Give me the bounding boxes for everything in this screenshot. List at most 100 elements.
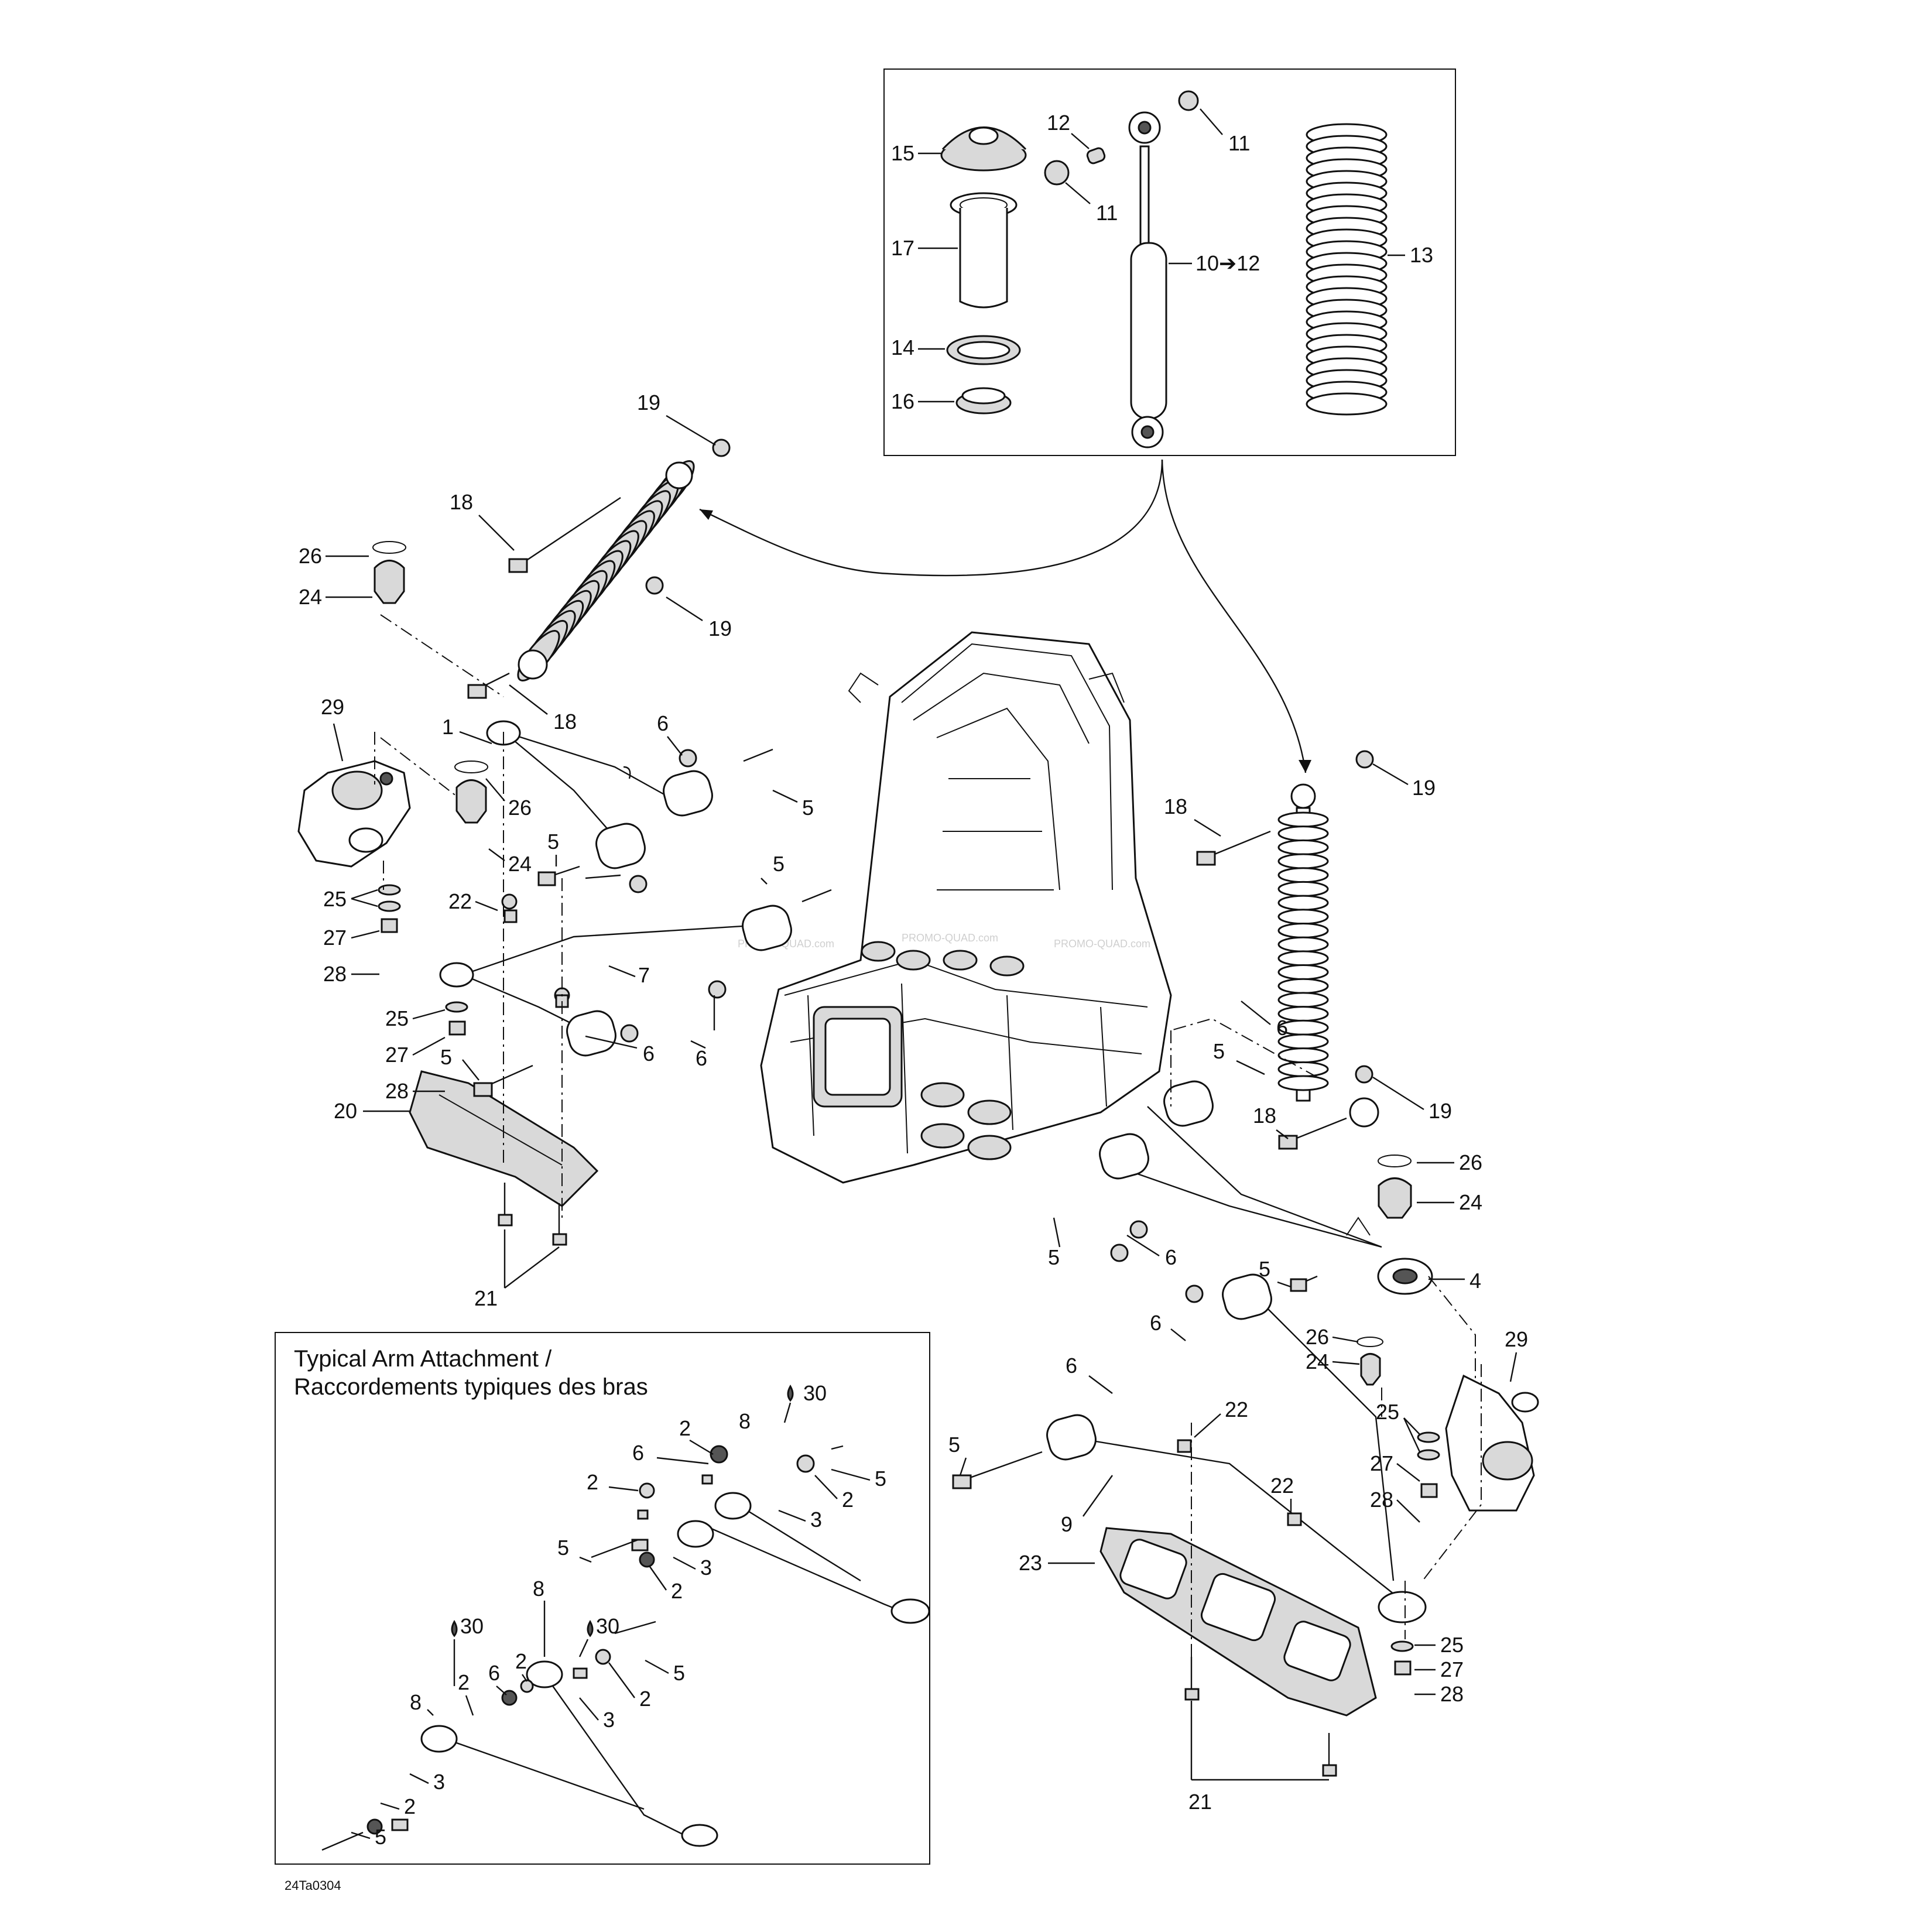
spring-coil [1277,909,1329,925]
label-r25b: 25 [1440,1633,1464,1657]
spring-coil [1277,811,1329,828]
left-lower-a-arm [439,893,792,1057]
label-21: 21 [474,1286,498,1310]
spring-coil [1277,964,1329,981]
label-14: 14 [891,335,914,359]
inset-labels: 30 8 2 6 5 2 2 3 5 3 2 8 30 30 [351,1381,886,1849]
label-5a: 5 [802,796,814,820]
spring-coil [1277,867,1329,883]
label-r29: 29 [1505,1327,1528,1351]
inset-label-2e: 2 [515,1649,527,1673]
label-15: 15 [891,141,914,165]
coil-spring [1306,123,1388,416]
label-6a: 6 [657,711,669,735]
label-28: 28 [323,962,347,986]
label-12: 12 [1047,111,1070,135]
label-22: 22 [448,889,472,913]
label-24b: 24 [508,852,532,876]
spring-coil [1277,950,1329,967]
spring-coil [1277,1061,1329,1077]
label-r5c: 5 [1259,1257,1270,1281]
inset-label-8c: 8 [410,1690,422,1714]
vehicle-frame: PROMO-QUAD.com PROMO-QUAD.com PROMO-QUAD… [738,631,1172,1184]
inset-label-6a: 6 [632,1441,644,1465]
drawing-code: 24Ta0304 [285,1878,341,1893]
left-labels: 19 18 26 24 19 18 29 1 6 5 26 24 5 25 22… [299,390,814,1310]
label-r6c: 6 [1150,1311,1162,1335]
spring-coil [1277,895,1329,911]
label-20: 20 [334,1099,357,1123]
spring-coil [1277,1075,1329,1091]
watermark-2: PROMO-QUAD.com [902,932,998,944]
label-r28b: 28 [1440,1682,1464,1706]
label-r26: 26 [1459,1150,1482,1174]
label-27: 27 [323,926,347,950]
shock-absorber [1044,90,1199,448]
label-27b: 27 [385,1043,409,1067]
label-r27: 27 [1370,1451,1393,1475]
inset-label-5d: 5 [375,1825,386,1849]
inset-lower-arm [420,1660,718,1847]
label-r18b: 18 [1253,1104,1276,1128]
label-r21: 21 [1188,1790,1212,1814]
inset-label-2h: 2 [404,1794,416,1818]
right-hardware [1290,1155,1440,1676]
inset-label-3d: 3 [433,1770,445,1794]
inset-upper-arm [637,1474,930,1624]
inset-label-8a: 8 [739,1409,751,1433]
grease-drop-icons [451,1384,794,1638]
label-25: 25 [323,887,347,911]
typical-arm-attachment-inset: Typical Arm Attachment / Raccordements t… [275,1332,930,1865]
inset-label-3a: 3 [810,1508,822,1532]
label-r27b: 27 [1440,1657,1464,1681]
label-5d: 5 [440,1045,452,1069]
right-skid-plate [1099,1527,1377,1777]
right-upper-a-arm [1099,1080,1433,1295]
spring-coil [1277,992,1329,1008]
right-labels: 19 18 6 5 18 19 26 24 5 6 4 5 6 26 24 29… [948,763,1528,1814]
spring-coil [1277,936,1329,953]
inset-title-1: Typical Arm Attachment / [294,1346,552,1372]
label-r22b: 22 [1270,1474,1294,1498]
inset-label-30b: 30 [460,1614,484,1638]
label-24: 24 [299,585,322,609]
inset-label-2d: 2 [671,1579,683,1603]
label-r5d: 5 [948,1433,960,1457]
left-upper-a-arm [486,720,713,893]
label-r4: 4 [1469,1269,1481,1293]
label-28b: 28 [385,1079,409,1103]
label-29: 29 [321,695,344,719]
inset-label-2a: 2 [679,1416,691,1440]
callout-arrows [699,459,1311,773]
left-knuckle [297,760,411,868]
right-shock-assembly [1196,750,1379,1150]
label-r24: 24 [1459,1190,1482,1214]
label-7: 7 [638,963,650,987]
label-19b: 19 [708,616,732,640]
inset-label-8b: 8 [533,1577,544,1601]
spring-coil [1277,881,1329,897]
label-26b: 26 [508,796,532,820]
inset-label-2c: 2 [842,1488,854,1512]
label-13: 13 [1410,243,1433,267]
label-r9: 9 [1061,1512,1073,1536]
right-knuckle [1445,1374,1539,1512]
label-r23: 23 [1019,1551,1042,1575]
label-17: 17 [891,236,914,260]
label-18: 18 [450,490,473,514]
label-25b: 25 [385,1006,409,1030]
label-10-12: 10➔12 [1195,251,1260,275]
label-r22: 22 [1225,1397,1248,1421]
inset-label-30a: 30 [803,1381,827,1405]
left-shock-assembly [467,439,731,699]
spring-coil [1277,825,1329,842]
label-r6: 6 [1276,1016,1288,1040]
inset-label-6b: 6 [488,1661,500,1685]
bumper-16 [955,387,1012,415]
spring-coil [1277,978,1329,994]
label-11a: 11 [1228,131,1250,155]
label-18b: 18 [553,710,577,734]
sleeve [950,192,1018,309]
left-hardware [372,541,832,1246]
